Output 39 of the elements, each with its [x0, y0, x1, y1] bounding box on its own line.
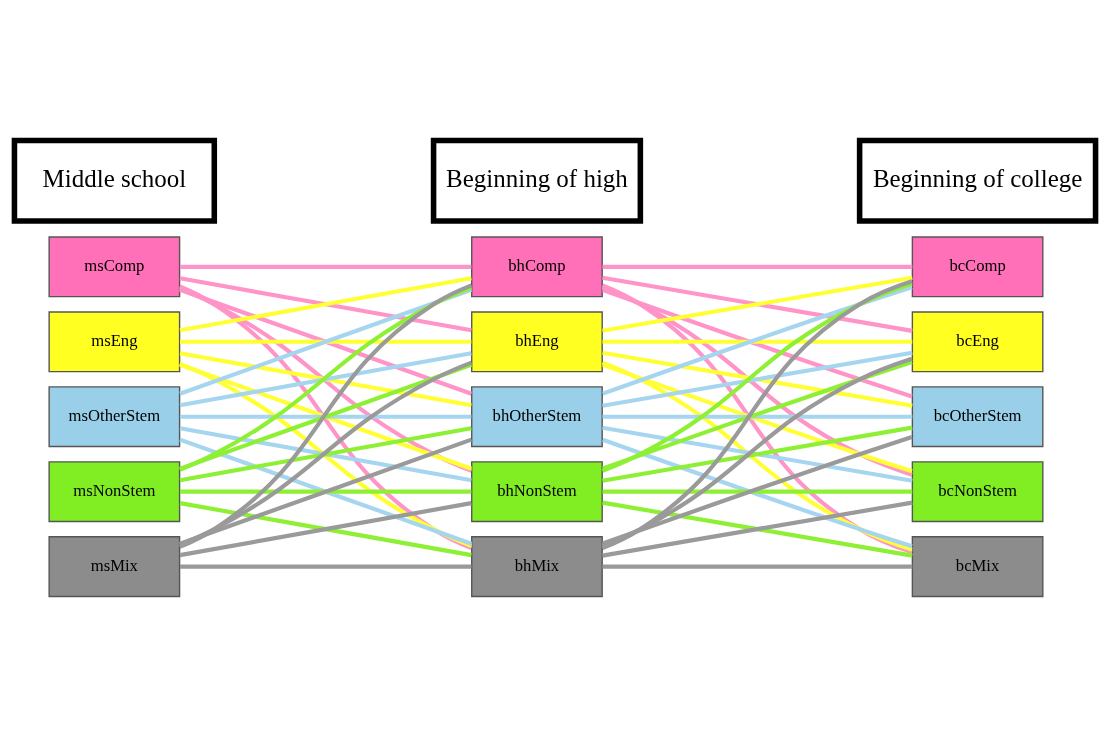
connector [179, 414, 472, 419]
node-box: bhComp [471, 235, 603, 297]
connector [179, 264, 472, 269]
node-box: msEng [48, 310, 181, 372]
connector [602, 500, 913, 558]
connector [602, 350, 913, 408]
node-box: Beginning of college [856, 137, 1099, 224]
node-box: bhOtherStem [471, 385, 603, 447]
node-box: Middle school [11, 137, 218, 224]
node-box: bcComp [911, 235, 1044, 297]
connector [179, 437, 473, 546]
connector [602, 425, 913, 483]
connector [179, 564, 472, 569]
connector [179, 362, 473, 471]
connector [179, 275, 472, 332]
node-box: bcEng [911, 310, 1044, 372]
node-box: msNonStem [48, 460, 181, 522]
connector [602, 564, 913, 569]
connector [602, 489, 913, 494]
node-box: bcOtherStem [911, 385, 1044, 447]
connector [602, 414, 913, 419]
node-box: bcMix [911, 535, 1044, 597]
connector [179, 500, 472, 557]
connector [602, 339, 913, 344]
connector [179, 350, 472, 407]
connector [179, 489, 472, 494]
connector [179, 339, 472, 344]
node-box: Beginning of high [430, 137, 644, 224]
node-box: msMix [48, 535, 181, 597]
node-box: bcNonStem [911, 460, 1044, 522]
connector [602, 275, 913, 333]
node-box: msOtherStem [48, 385, 181, 447]
node-box: msComp [48, 235, 181, 297]
connector [602, 264, 913, 269]
node-box: bhMix [471, 535, 603, 597]
connector [179, 425, 472, 482]
node-box: bhEng [471, 310, 603, 372]
node-box: bhNonStem [471, 460, 603, 522]
connector [179, 287, 473, 396]
